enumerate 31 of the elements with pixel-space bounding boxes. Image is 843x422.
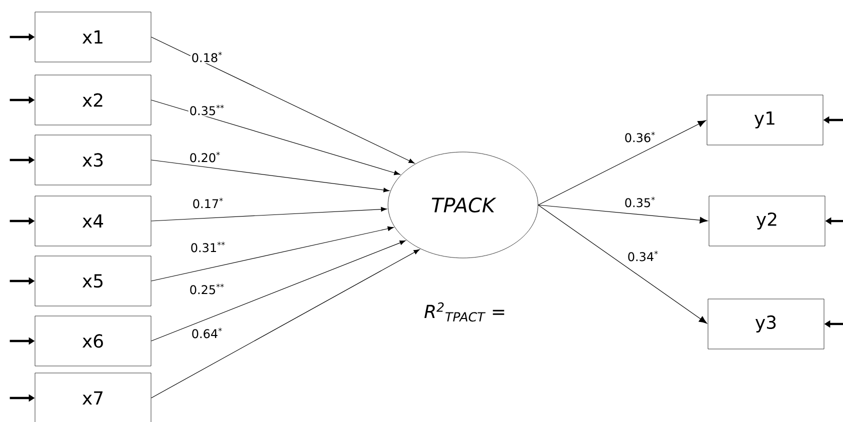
variable-box: x2: [34, 74, 152, 126]
variable-box: y1: [706, 94, 824, 146]
arrow: [538, 204, 708, 324]
arrow: [150, 240, 406, 342]
variable-box: y2: [708, 196, 826, 246]
arrow: [538, 204, 708, 224]
arrow: [150, 160, 390, 192]
edge-label: 0.18$^{*}$: [190, 50, 224, 64]
variable-box: x5: [34, 256, 152, 306]
edge-label: 0.25$^{**}$: [188, 282, 226, 296]
arrow: [150, 226, 394, 282]
edge-label: 0.64$^{*}$: [190, 326, 224, 340]
variable-box: x7: [34, 372, 152, 422]
arrow: [538, 120, 706, 206]
variable-box: y3: [708, 298, 824, 350]
arrow: [150, 249, 420, 398]
edge-label: 0.36$^{*}$: [623, 130, 657, 144]
arrow: [150, 100, 400, 176]
edge-label: 0.34$^{*}$: [626, 250, 660, 262]
edge-label: 0.17$^{*}$: [191, 196, 225, 210]
arrow: [150, 36, 415, 164]
edge-label: 0.31$^{**}$: [189, 240, 227, 254]
formula-label: R$^{2}$$_{TPACT}$ =: [424, 302, 504, 322]
edge-label: 0.35$^{**}$: [188, 104, 226, 116]
arrow: [150, 206, 388, 222]
variable-box: x3: [34, 134, 152, 186]
edge-label: 0.35$^{*}$: [623, 196, 657, 208]
variable-box: x4: [34, 196, 152, 246]
edge-label: 0.20$^{*}$: [188, 150, 222, 164]
variable-box: x1: [34, 12, 152, 62]
variable-box: x6: [34, 316, 152, 366]
